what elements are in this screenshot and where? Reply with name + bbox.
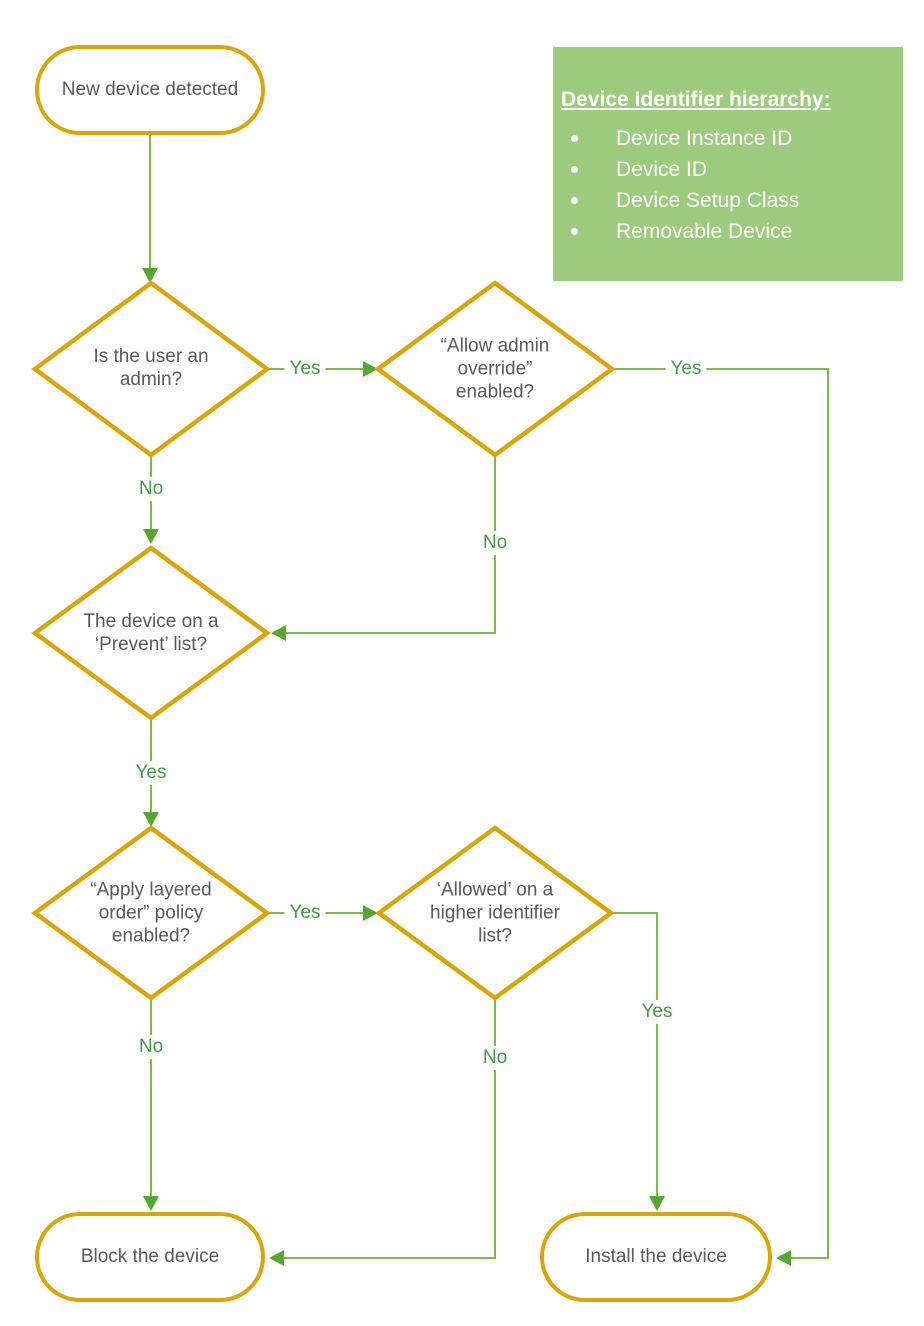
decision-layered-check-label: “Apply layered order” policy enabled? <box>90 879 212 947</box>
legend-item: Device Instance ID <box>561 123 895 154</box>
block-device-node: Block the device <box>35 1212 265 1302</box>
legend-item: Removable Device <box>561 216 895 247</box>
start-node-label: New device detected <box>61 79 239 100</box>
decision-admin-check <box>31 280 271 458</box>
bullet-icon <box>571 228 578 235</box>
edge-allowed-yes-to-install <box>611 912 665 1211</box>
edge-label-allowed-yes: Yes <box>636 1000 678 1024</box>
edge-label-allowed-no: No <box>477 1046 513 1070</box>
edge-label-layered-no: No <box>133 1035 169 1059</box>
decision-prevent-check <box>31 545 271 721</box>
device-identifier-hierarchy-panel: Device Identifier hierarchy: Device Inst… <box>553 47 903 281</box>
legend-items: Device Instance ID Device ID Device Setu… <box>561 123 895 247</box>
bullet-icon <box>571 135 578 142</box>
bullet-icon <box>571 197 578 204</box>
edge-start-to-admin <box>142 135 158 283</box>
edge-allowed-no-to-block <box>269 998 496 1266</box>
legend-item: Device ID <box>561 154 895 185</box>
legend-item-label: Removable Device <box>616 219 793 243</box>
edge-label-layered-yes: Yes <box>284 901 326 925</box>
decision-prevent-check-label: The device on a ‘Prevent’ list? <box>83 611 219 655</box>
edge-label-admin-no: No <box>133 477 169 501</box>
start-node: New device detected <box>35 45 265 135</box>
edge-label-prevent-yes: Yes <box>130 761 172 785</box>
install-device-node: Install the device <box>540 1212 772 1302</box>
legend-item-label: Device ID <box>616 157 708 181</box>
decision-layered-check <box>31 825 271 1001</box>
edge-override-no-to-prevent <box>271 455 496 641</box>
legend-item: Device Setup Class <box>561 185 895 216</box>
bullet-icon <box>571 166 578 173</box>
decision-admin-check-label: Is the user an admin? <box>93 346 209 390</box>
decision-allowed-check <box>375 825 615 1001</box>
block-device-label: Block the device <box>80 1246 220 1267</box>
legend-item-label: Device Setup Class <box>616 188 800 212</box>
edge-label-admin-yes: Yes <box>284 357 326 381</box>
edge-layered-no-to-block <box>143 998 159 1211</box>
edge-override-yes-to-install <box>612 368 829 1266</box>
legend-item-label: Device Instance ID <box>616 126 793 150</box>
edge-label-override-yes: Yes <box>665 357 707 381</box>
edge-label-override-no: No <box>477 531 513 555</box>
install-device-label: Install the device <box>585 1246 727 1267</box>
decision-override-check <box>374 280 616 458</box>
legend-title: Device Identifier hierarchy: <box>561 88 831 111</box>
decision-override-check-label: “Allow admin override” enabled? <box>440 335 550 403</box>
decision-allowed-check-label: ‘Allowed’ on a higher identifier list? <box>430 879 560 947</box>
